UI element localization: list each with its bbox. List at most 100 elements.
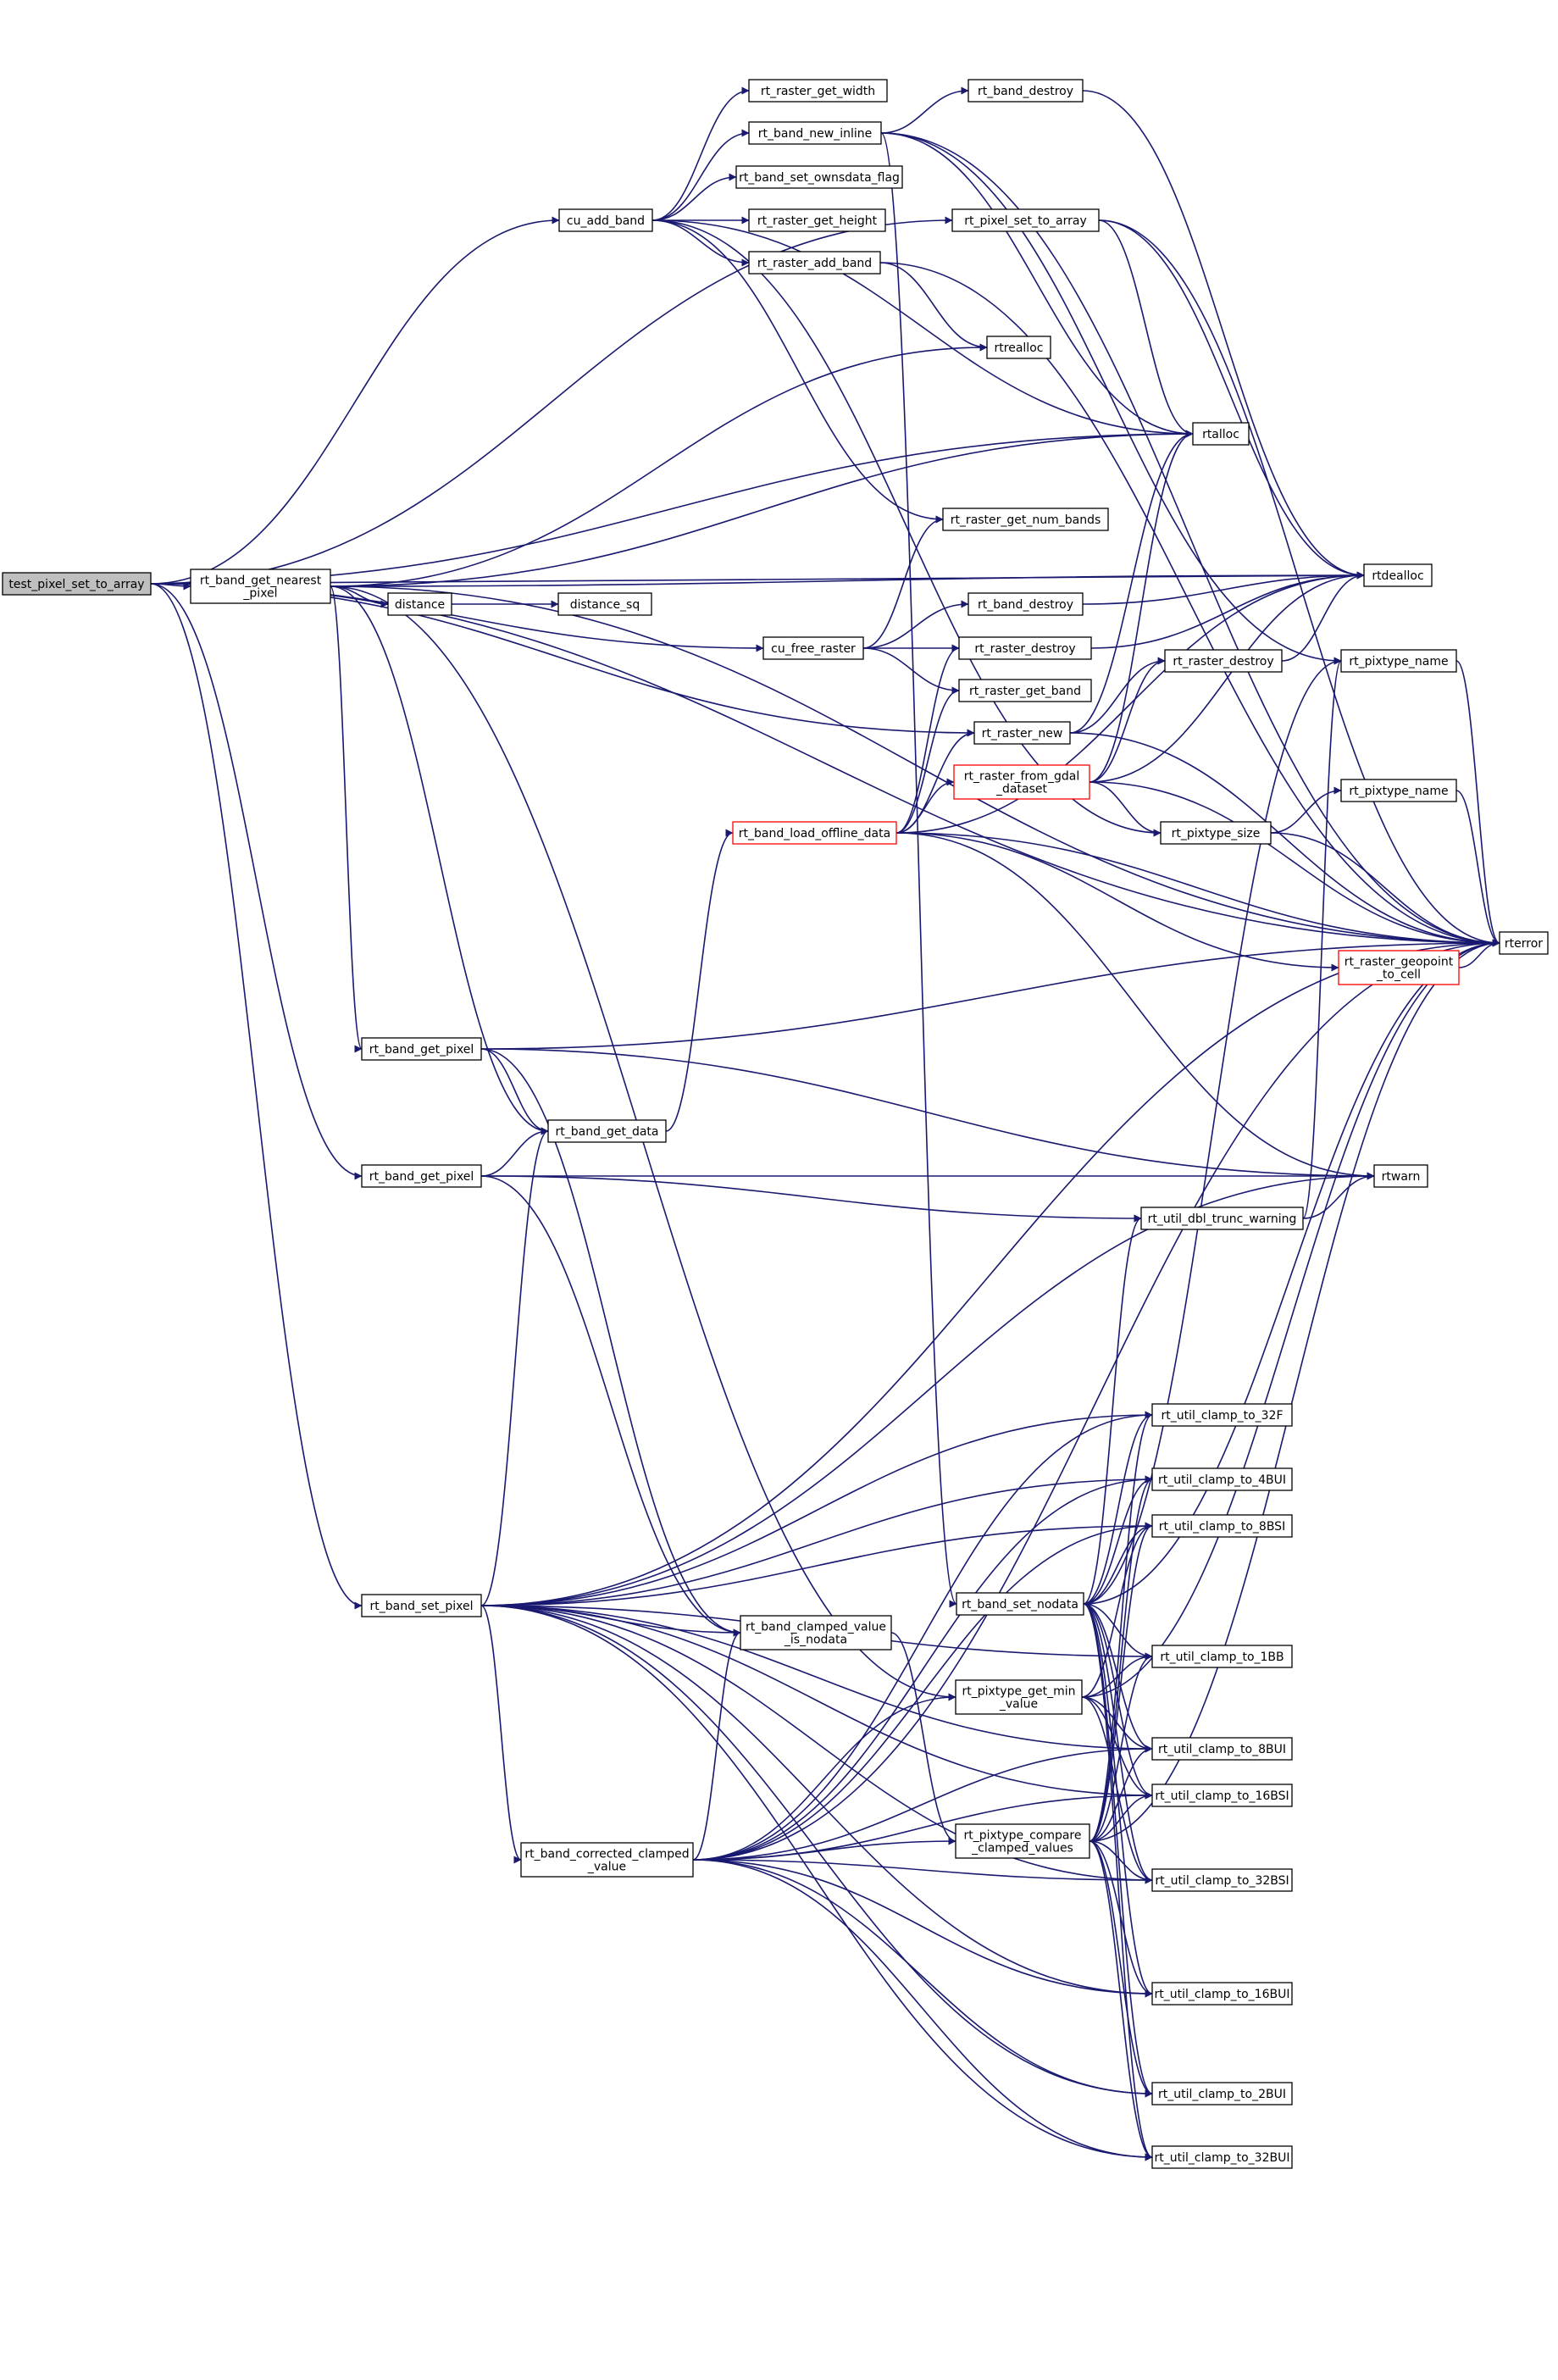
node-rt_band_new_inline[interactable]: rt_band_new_inline (748, 121, 882, 145)
node-rt_band_load_offline_data[interactable]: rt_band_load_offline_data (732, 821, 897, 845)
edge-rt_pixtype_compare_clamped_values-to-rt_util_clamp_to_8BUI (1089, 1745, 1153, 1842)
edge-test_pixel_set_to_array-to-rt_band_set_pixel (150, 583, 363, 1610)
node-box (1151, 1868, 1293, 1892)
edge-rt_band_set_pixel-to-rtwarn (480, 1172, 1375, 1606)
edge-rt_band_new_inline-to-rt_band_destroy_1 (880, 86, 969, 134)
edge-rt_band_set_pixel-to-rt_band_corrected_clamped_value (480, 1605, 522, 1864)
node-rt_band_destroy_1[interactable]: rt_band_destroy (968, 79, 1084, 103)
edge-rt_raster_from_gdal_dataset-to-rt_raster_destroy_2 (1089, 657, 1166, 783)
node-rt_band_get_data[interactable]: rt_band_get_data (547, 1119, 667, 1143)
node-rtalloc[interactable]: rtalloc (1192, 422, 1250, 446)
edge-rt_band_load_offline_data-to-rt_raster_destroy_1 (895, 644, 960, 834)
node-rt_raster_get_band[interactable]: rt_raster_get_band (958, 679, 1092, 702)
node-label: _value (999, 1698, 1038, 1711)
edge-rt_raster_new-to-rterror (1069, 732, 1500, 947)
node-distance_sq[interactable]: distance_sq (557, 592, 652, 616)
node-rt_util_clamp_to_16BUI[interactable]: rt_util_clamp_to_16BUI (1151, 1982, 1293, 2006)
node-rtdealloc[interactable]: rtdealloc (1363, 563, 1433, 587)
node-rt_pixtype_size[interactable]: rt_pixtype_size (1160, 821, 1272, 845)
edge-rt_band_corrected_clamped_value-to-rt_band_clamped_value_is_nodata (692, 1628, 741, 1861)
edge-cu_add_band-to-rt_band_set_ownsdata_flag (651, 173, 737, 221)
node-rt_band_destroy_2[interactable]: rt_band_destroy (968, 592, 1084, 616)
edge-rt_band_corrected_clamped_value-to-rt_pixtype_get_min_value (692, 1693, 956, 1861)
node-rt_pixtype_name_2[interactable]: rt_pixtype_name (1340, 779, 1457, 802)
node-rt_util_clamp_to_32BSI[interactable]: rt_util_clamp_to_32BSI (1151, 1868, 1293, 1892)
node-rt_band_clamped_value_is_nodata[interactable]: rt_band_clamped_value_is_nodata (740, 1615, 892, 1650)
edge-rt_pixtype_compare_clamped_values-to-rt_util_clamp_to_16BUI (1089, 1840, 1153, 1998)
node-rt_band_set_ownsdata_flag[interactable]: rt_band_set_ownsdata_flag (735, 165, 903, 189)
edge-rt_raster_add_band-to-rterror (879, 262, 1500, 947)
node-label: rtwarn (1382, 1170, 1421, 1184)
node-rt_raster_get_height[interactable]: rt_raster_get_height (748, 208, 886, 232)
edge-rt_raster_new-to-rtalloc (1069, 430, 1194, 734)
node-rt_raster_destroy_1[interactable]: rt_raster_destroy (958, 636, 1092, 660)
node-rt_band_set_nodata[interactable]: rt_band_set_nodata (956, 1592, 1084, 1616)
node-rt_pixel_set_to_array[interactable]: rt_pixel_set_to_array (951, 208, 1100, 232)
node-rt_raster_get_num_bands[interactable]: rt_raster_get_num_bands (942, 508, 1109, 531)
node-rt_util_clamp_to_8BSI[interactable]: rt_util_clamp_to_8BSI (1151, 1514, 1293, 1538)
edge-cu_free_raster-to-rt_raster_get_num_bands (862, 515, 944, 649)
edge-rt_raster_from_gdal_dataset-to-rtdealloc (1089, 571, 1365, 783)
node-rt_util_clamp_to_4BUI[interactable]: rt_util_clamp_to_4BUI (1151, 1467, 1293, 1491)
node-rt_raster_add_band[interactable]: rt_raster_add_band (748, 251, 881, 275)
node-rt_pixtype_name_1[interactable]: rt_pixtype_name (1340, 649, 1457, 673)
edge-rt_band_load_offline_data-to-rt_raster_geopoint_to_cell (895, 832, 1339, 972)
node-rt_util_clamp_to_32BUI[interactable]: rt_util_clamp_to_32BUI (1151, 2145, 1293, 2169)
node-rterror[interactable]: rterror (1499, 931, 1549, 955)
edge-rt_band_clamped_value_is_nodata-to-rt_pixtype_compare_clamped_values (890, 1632, 956, 1845)
node-rt_raster_from_gdal_dataset[interactable]: rt_raster_from_gdal_dataset (953, 764, 1090, 800)
edge-rt_band_set_pixel-to-rt_util_clamp_to_16BUI (480, 1605, 1153, 1998)
node-rt_util_clamp_to_16BSI[interactable]: rt_util_clamp_to_16BSI (1151, 1784, 1293, 1807)
node-rt_raster_geopoint_to_cell[interactable]: rt_raster_geopoint_to_cell (1338, 950, 1460, 985)
node-rtwarn[interactable]: rtwarn (1373, 1164, 1428, 1188)
node-cu_free_raster[interactable]: cu_free_raster (762, 636, 864, 660)
node-box (1151, 1737, 1293, 1761)
node-box (1164, 649, 1283, 673)
node-label: cu_free_raster (771, 642, 856, 656)
node-rt_util_clamp_to_2BUI[interactable]: rt_util_clamp_to_2BUI (1151, 2082, 1293, 2105)
edge-test_pixel_set_to_array-to-rtalloc (150, 430, 1194, 585)
node-label: rt_band_clamped_value (746, 1621, 886, 1634)
node-rt_raster_new[interactable]: rt_raster_new (973, 721, 1071, 745)
edge-rt_band_set_nodata-to-rt_util_clamp_to_4BUI (1083, 1475, 1153, 1605)
node-rt_band_get_nearest_pixel[interactable]: rt_band_get_nearest_pixel (190, 569, 331, 604)
edge-rt_pixtype_compare_clamped_values-to-rterror (1089, 939, 1500, 1842)
edge-rt_band_destroy_2-to-rtdealloc (1082, 571, 1365, 605)
node-rt_pixtype_compare_clamped_values[interactable]: rt_pixtype_compare_clamped_values (955, 1823, 1090, 1859)
node-rt_band_get_pixel_2[interactable]: rt_band_get_pixel (361, 1164, 482, 1188)
node-label: rt_band_destroy (978, 598, 1073, 612)
node-label: rt_util_clamp_to_2BUI (1158, 2088, 1286, 2101)
node-cu_add_band[interactable]: cu_add_band (558, 208, 653, 232)
node-rtrealloc[interactable]: rtrealloc (986, 336, 1051, 359)
edge-rt_pixtype_compare_clamped_values-to-rt_util_clamp_to_32F (1089, 1411, 1153, 1842)
node-label: rt_band_load_offline_data (739, 827, 890, 840)
edge-rt_pixtype_get_min_value-to-rterror (1081, 939, 1500, 1698)
node-rt_band_get_pixel_1[interactable]: rt_band_get_pixel (361, 1037, 482, 1061)
node-rt_util_clamp_to_1BB[interactable]: rt_util_clamp_to_1BB (1151, 1645, 1293, 1668)
node-test_pixel_set_to_array[interactable]: test_pixel_set_to_array (2, 572, 152, 596)
edge-rt_band_corrected_clamped_value-to-rt_util_clamp_to_16BUI (692, 1859, 1153, 1998)
node-rt_band_corrected_clamped_value[interactable]: rt_band_corrected_clamped_value (520, 1842, 694, 1878)
node-rt_util_dbl_trunc_warning[interactable]: rt_util_dbl_trunc_warning (1140, 1207, 1304, 1230)
edge-rt_band_new_inline-to-rterror (880, 132, 1500, 947)
edge-rt_band_load_offline_data-to-rtdealloc (895, 571, 1365, 834)
node-box (748, 79, 888, 103)
node-label: _to_cell (1376, 968, 1421, 982)
node-rt_util_clamp_to_8BUI[interactable]: rt_util_clamp_to_8BUI (1151, 1737, 1293, 1761)
node-rt_raster_destroy_2[interactable]: rt_raster_destroy (1164, 649, 1283, 673)
edge-cu_add_band-to-rt_raster_add_band (651, 219, 750, 267)
node-rt_band_set_pixel[interactable]: rt_band_set_pixel (361, 1594, 482, 1617)
node-rt_raster_get_width[interactable]: rt_raster_get_width (748, 79, 888, 103)
node-rt_util_clamp_to_32F[interactable]: rt_util_clamp_to_32F (1151, 1403, 1293, 1427)
edge-rt_band_load_offline_data-to-rterror (895, 832, 1500, 947)
edge-rt_band_get_nearest_pixel-to-rt_band_get_data (330, 585, 549, 1135)
edge-cu_free_raster-to-rt_band_destroy_2 (862, 600, 969, 649)
edge-rt_band_new_inline-to-rtalloc (880, 132, 1194, 438)
node-label: rt_pixtype_name (1349, 785, 1448, 798)
node-rt_pixtype_get_min_value[interactable]: rt_pixtype_get_min_value (955, 1679, 1083, 1715)
node-box (953, 764, 1090, 800)
edge-test_pixel_set_to_array-to-cu_add_band (150, 216, 560, 585)
node-distance[interactable]: distance (387, 592, 452, 616)
node-box (748, 208, 886, 232)
